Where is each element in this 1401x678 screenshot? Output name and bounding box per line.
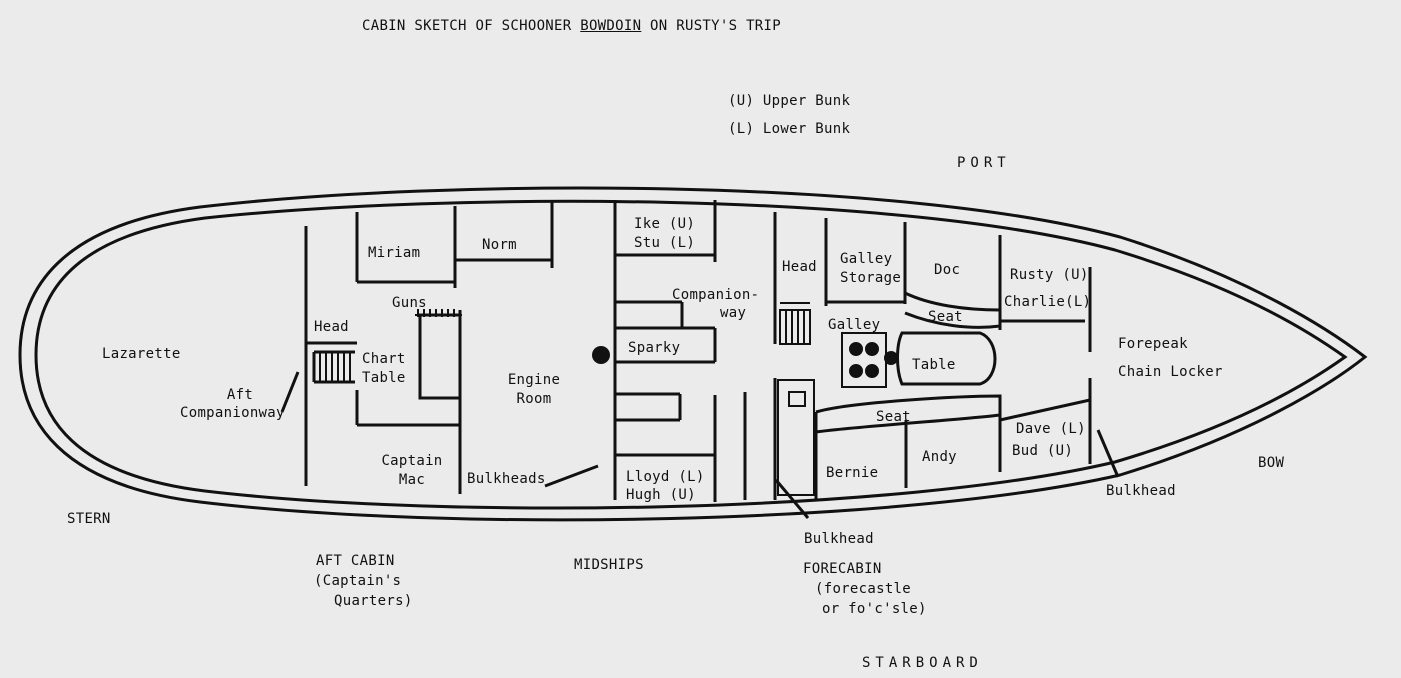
label-dave: Dave (L) <box>1016 421 1086 437</box>
section-fore-2: (forecastle <box>815 581 912 597</box>
label-bud: Bud (U) <box>1012 443 1074 459</box>
label-seat-top: Seat <box>928 309 963 325</box>
label-captain: Captain <box>381 453 443 469</box>
label-table: Table <box>912 357 956 373</box>
label-bulkhead-right: Bulkhead <box>1106 483 1176 499</box>
diagram-title: CABIN SKETCH OF SCHOONER BOWDOIN ON RUST… <box>362 18 781 34</box>
label-bulkheads: Bulkheads <box>467 471 546 487</box>
midships-walls <box>544 200 747 502</box>
direction-port: PORT <box>957 155 1011 171</box>
label-charlie: Charlie(L) <box>1004 294 1092 310</box>
label-aft-companionway-1: Aft <box>226 387 254 403</box>
label-seat-bottom: Seat <box>876 409 911 425</box>
section-fore-3: or fo'c'sle) <box>822 601 927 617</box>
label-engine: Engine <box>507 372 561 388</box>
label-bernie: Bernie <box>826 465 879 481</box>
section-aft-2: (Captain's <box>314 573 402 589</box>
label-head-fore: Head <box>782 259 817 275</box>
aft-ladder <box>319 352 351 382</box>
direction-bow: BOW <box>1258 455 1285 471</box>
label-guns: Guns <box>392 295 427 311</box>
legend-lower: (L) Lower Bunk <box>728 121 851 137</box>
label-room: Room <box>516 391 552 407</box>
mast-aft <box>592 346 610 364</box>
label-aft-companionway-2: Companionway <box>180 405 285 421</box>
label-chain-locker: Chain Locker <box>1118 364 1223 380</box>
label-andy: Andy <box>922 449 957 465</box>
label-lloyd: Lloyd (L) <box>626 469 705 485</box>
label-companionway-1: Companion- <box>672 287 760 303</box>
fore-door <box>777 379 815 496</box>
label-doc: Doc <box>934 262 961 278</box>
label-bulkhead-bottom: Bulkhead <box>804 531 874 547</box>
label-companionway-2: way <box>720 305 747 321</box>
label-chart-table-1: Chart <box>362 351 406 367</box>
mast-fore <box>884 351 898 365</box>
galley-stove <box>841 332 887 388</box>
galley-table <box>896 331 997 386</box>
section-aft-1: AFT CABIN <box>316 553 395 569</box>
label-head-aft: Head <box>314 319 349 335</box>
label-galley-storage-1: Galley <box>840 251 893 267</box>
label-galley: Galley <box>828 317 881 333</box>
label-norm: Norm <box>482 237 517 253</box>
hull-outer <box>18 186 1368 522</box>
label-ike: Ike (U) <box>634 216 696 232</box>
label-mac: Mac <box>398 472 426 488</box>
chart-table-box <box>418 313 462 400</box>
label-sparky: Sparky <box>628 340 681 356</box>
label-galley-storage-2: Storage <box>840 270 902 286</box>
guns-rack <box>415 309 462 317</box>
label-rusty: Rusty (U) <box>1010 267 1089 283</box>
label-lazarette: Lazarette <box>102 346 181 362</box>
ship-name: BOWDOIN <box>580 18 642 34</box>
section-midships: MIDSHIPS <box>574 557 644 573</box>
label-miriam: Miriam <box>368 245 421 261</box>
hull-inner <box>34 199 1348 510</box>
legend-upper: (U) Upper Bunk <box>728 93 851 109</box>
forecabin-walls <box>773 212 1120 519</box>
direction-stern: STERN <box>67 511 111 527</box>
label-chart-table-2: Table <box>362 370 406 386</box>
label-hugh: Hugh (U) <box>626 487 696 503</box>
label-stu: Stu (L) <box>634 235 696 251</box>
companionway-ladder <box>779 302 811 345</box>
section-fore-1: FORECABIN <box>803 561 882 577</box>
label-forepeak: Forepeak <box>1118 336 1188 352</box>
direction-starboard: STARBOARD <box>862 655 983 671</box>
section-aft-3: Quarters) <box>334 593 413 609</box>
